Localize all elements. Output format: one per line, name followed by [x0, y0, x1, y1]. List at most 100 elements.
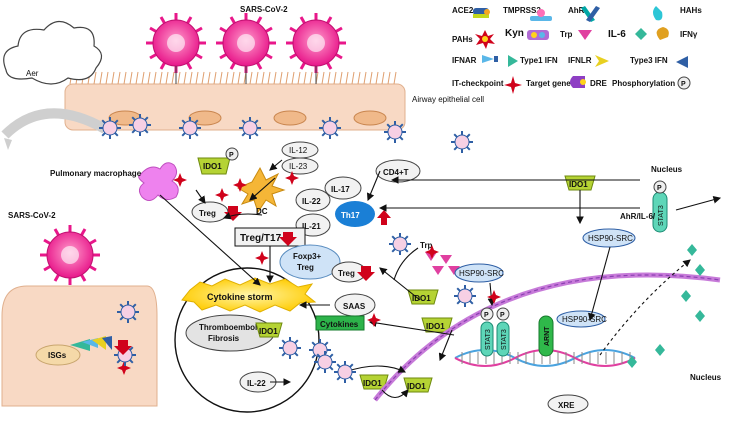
isgs-label: ISGs — [48, 351, 67, 360]
small-virions — [99, 114, 476, 383]
stat3-b-p-label: P — [484, 312, 489, 319]
ido1-g-label: IDO1 — [407, 382, 426, 391]
pahs-icon — [475, 30, 495, 49]
treg-a-down-arrow — [224, 206, 242, 221]
kyn-icon — [527, 30, 549, 40]
il6-diamond-4 — [655, 344, 665, 356]
macrophage — [138, 162, 179, 201]
fibrosis-label: Fibrosis — [208, 334, 240, 343]
cd4t-node: CD4+T — [375, 159, 421, 183]
treg-th17-label: Treg/T17 — [240, 233, 282, 244]
foxp3-line2: Treg — [297, 263, 314, 272]
large-virion-2 — [216, 13, 276, 84]
dre-icon — [570, 76, 586, 88]
il6-diamond-1 — [687, 244, 697, 256]
il21-label: IL-21 — [302, 222, 321, 231]
cytokines-label: Cytokines — [320, 320, 359, 329]
il22-label: IL-22 — [302, 197, 321, 206]
ahr-il6-label: AhR/IL-6/ — [620, 212, 656, 221]
small-virion-8 — [454, 285, 476, 307]
small-virion-5 — [319, 117, 341, 139]
arrows — [159, 159, 722, 399]
checkpoint-star-4 — [285, 171, 299, 185]
stat3-p-icon — [653, 180, 667, 194]
cytokine-storm-label: Cytokine storm — [207, 292, 273, 302]
legend-type1ifn: Type1 IFN — [520, 56, 558, 65]
ido1-f-label: IDO1 — [363, 379, 382, 388]
checkpoint-star-7 — [117, 361, 131, 375]
aerosol-cloud: Aer — [3, 20, 103, 85]
trp-molecule-4 — [448, 266, 460, 275]
dc-label: DC — [256, 207, 268, 216]
nuclear-membrane — [373, 272, 721, 402]
stat3-c-p-icon — [496, 307, 510, 321]
small-virion-9 — [389, 233, 411, 255]
stat3-b-p-icon — [480, 307, 494, 321]
cd4t-label: CD4+T — [383, 168, 409, 177]
il6-icon — [635, 28, 647, 40]
treg-th17-box: Treg/T17 — [234, 227, 306, 247]
ido1-d-label: IDO1 — [426, 322, 445, 331]
ido1-e-label: IDO1 — [569, 180, 588, 189]
small-virion-15 — [334, 361, 356, 383]
treg-b: Treg — [331, 261, 375, 283]
il6-diamond-3 — [681, 290, 691, 302]
th17-node: Th17 — [335, 201, 391, 227]
large-virion-3 — [286, 13, 346, 84]
dendritic-cell: DC — [236, 166, 286, 216]
airway-label: Airway epithelial cell — [412, 95, 484, 104]
il6-diamond-5 — [627, 356, 637, 368]
checkpoint-star-6 — [367, 313, 381, 327]
curved-arrow-head — [4, 138, 12, 150]
saas-bubble: SAAS — [334, 293, 376, 317]
checkpoint-star-2 — [215, 188, 229, 202]
treg-a: Treg — [191, 201, 242, 223]
small-virion-6 — [384, 121, 406, 143]
legend: ACE2 TMPRSS2 AhR HAHs PAHs Kyn — [452, 6, 702, 94]
small-virion-11 — [314, 351, 336, 373]
nucleus-top-label: Nucleus — [651, 165, 683, 174]
small-virion-14 — [279, 337, 301, 359]
il12-label: IL-12 — [289, 146, 308, 155]
macrophage-label: Pulmonary macrophage — [50, 169, 142, 178]
stat3-label: STAT3 — [658, 205, 665, 226]
ido1-a-p-icon — [225, 147, 239, 161]
legend-ifng: IFNγ — [680, 30, 698, 39]
aer-label: Aer — [26, 69, 39, 78]
small-virion-7 — [451, 131, 473, 153]
hsp90-src-a: HSP90-SRC — [454, 263, 504, 283]
checkpoint-star-3 — [233, 178, 247, 192]
legend-kyn: Kyn — [505, 28, 524, 39]
trp-molecule-2 — [440, 255, 452, 264]
small-virion-1 — [99, 117, 121, 139]
arnt-node: ARNT — [538, 315, 554, 357]
thrombo-label: Thromboembolism — [199, 323, 271, 332]
checkpoint-star-1 — [173, 173, 187, 187]
large-virion-1 — [146, 13, 206, 84]
foxp3-line1: Foxp3+ — [293, 252, 322, 261]
th17-up-arrow — [377, 210, 391, 225]
xre-node: XRE — [547, 394, 589, 414]
sars-top-label: SARS-CoV-2 — [240, 5, 288, 14]
cilia — [69, 71, 397, 85]
large-virions — [40, 13, 346, 285]
il23-label: IL-23 — [289, 162, 308, 171]
il6-diamond-6 — [695, 310, 705, 322]
hsp-a-label: HSP90-SRC — [459, 269, 504, 278]
ido1-b-label: IDO1 — [259, 327, 278, 336]
ace2-icon — [473, 8, 490, 18]
small-virion-4 — [239, 117, 261, 139]
legend-ahr: AhR — [568, 6, 585, 15]
cytokines-box: Cytokines — [315, 315, 365, 331]
isg-down-arrow — [114, 340, 132, 355]
ido1-box-e: IDO1 — [564, 175, 596, 191]
ido1-a-label: IDO1 — [203, 162, 222, 171]
legend-dre: DRE — [590, 79, 608, 88]
treg-a-label: Treg — [199, 209, 216, 218]
airway-epithelium: Airway epithelial cell — [64, 71, 484, 131]
tmprss2-icon — [530, 9, 552, 21]
type3-ifn-icon — [676, 56, 688, 68]
hsp-b-label: HSP90-SRC — [588, 234, 633, 243]
legend-trp: Trp — [560, 30, 573, 39]
